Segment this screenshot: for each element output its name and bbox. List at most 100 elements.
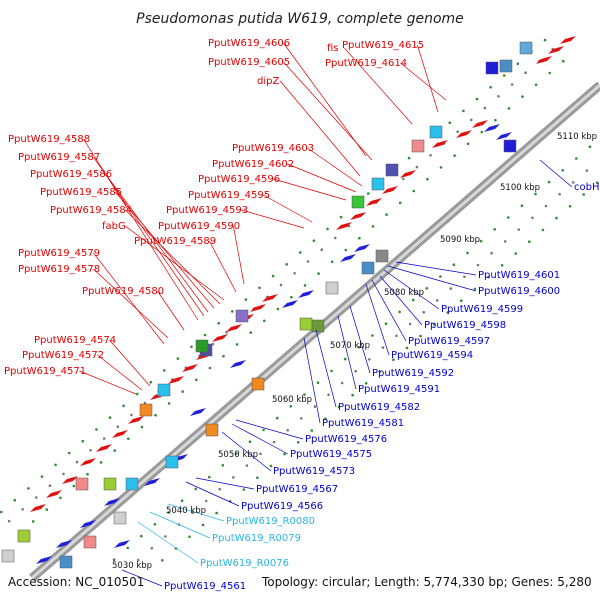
tick-dot bbox=[343, 357, 347, 361]
tick-dot bbox=[272, 440, 276, 444]
reverse-leader-line bbox=[195, 477, 255, 490]
forward-gene-label: PputW619_4605 bbox=[208, 57, 290, 68]
forward-leader-line bbox=[263, 194, 313, 223]
forward-gene-block bbox=[139, 403, 153, 417]
tick-dot bbox=[75, 460, 79, 464]
tick-dot bbox=[479, 239, 483, 243]
tick-dot bbox=[140, 425, 144, 429]
tick-dot bbox=[408, 322, 412, 326]
reverse-gene-block bbox=[251, 377, 265, 391]
tick-dot bbox=[176, 357, 180, 360]
forward-leader-line bbox=[79, 370, 137, 395]
tick-dots bbox=[0, 38, 599, 562]
forward-gene-block bbox=[235, 309, 249, 323]
forward-gene-block bbox=[103, 477, 117, 491]
tick-dot bbox=[544, 204, 548, 208]
tick-dot bbox=[326, 227, 329, 231]
forward-leader-line bbox=[115, 191, 215, 309]
tick-dot bbox=[290, 295, 293, 299]
reverse-gene-label: PputW619_4573 bbox=[273, 466, 355, 477]
forward-gene-block bbox=[385, 163, 399, 177]
forward-gene-label: PputW619_4606 bbox=[208, 38, 290, 49]
tick-dot bbox=[446, 311, 450, 314]
tick-dot bbox=[378, 370, 382, 373]
tick-dot bbox=[276, 307, 280, 311]
reverse-gene-block bbox=[83, 535, 97, 549]
reverse-leader-line bbox=[235, 419, 304, 440]
reverse-gene-label: PputW619_4599 bbox=[441, 304, 523, 315]
forward-gene-label: PputW619_4603 bbox=[232, 143, 314, 154]
tick-dot bbox=[95, 428, 98, 431]
reverse-gene-label: PputW619_4598 bbox=[424, 320, 506, 331]
reverse-leader-line bbox=[383, 269, 440, 310]
tick-dot bbox=[330, 369, 333, 373]
tick-dot bbox=[368, 358, 371, 361]
tick-dot bbox=[286, 428, 290, 432]
forward-gene-block bbox=[75, 477, 89, 491]
forward-gene-arrow bbox=[46, 490, 62, 498]
tick-dot bbox=[275, 416, 279, 420]
forward-gene-arrow bbox=[212, 334, 228, 342]
forward-gene-block bbox=[157, 383, 171, 397]
forward-gene-arrow bbox=[182, 364, 198, 372]
tick-dot bbox=[89, 449, 92, 452]
tick-dot bbox=[541, 228, 545, 232]
tick-dot bbox=[140, 534, 143, 538]
tick-dot bbox=[283, 452, 286, 456]
tick-dot bbox=[419, 334, 422, 338]
tick-dot bbox=[568, 205, 572, 208]
tick-dot bbox=[180, 499, 184, 503]
tick-dot bbox=[164, 535, 167, 538]
forward-gene-label: PputW619_4571 bbox=[4, 366, 86, 377]
forward-leader-line bbox=[233, 225, 245, 285]
forward-leader-line bbox=[109, 339, 151, 387]
forward-gene-label: PputW619_4602 bbox=[212, 159, 294, 170]
tick-dot bbox=[385, 213, 388, 216]
forward-gene-label: PputW619_4584 bbox=[50, 205, 132, 216]
tick-dot bbox=[81, 439, 85, 443]
tick-dot bbox=[449, 287, 453, 290]
reverse-gene-label: cobH bbox=[574, 182, 599, 193]
tick-dot bbox=[562, 59, 565, 63]
rna-leader-line bbox=[149, 511, 211, 539]
reverse-gene-arrow bbox=[496, 132, 512, 140]
tick-dot bbox=[358, 236, 361, 240]
tick-dot bbox=[263, 319, 266, 323]
tick-dot bbox=[203, 333, 207, 337]
tick-dot bbox=[27, 487, 30, 490]
tick-dot bbox=[221, 464, 225, 467]
tick-dot bbox=[470, 118, 473, 122]
tick-dot bbox=[582, 193, 585, 196]
tick-dot bbox=[317, 272, 320, 275]
tick-dot bbox=[407, 156, 411, 160]
forward-gene-arrow bbox=[548, 46, 564, 54]
tick-dot bbox=[312, 239, 316, 242]
tick-dot bbox=[181, 390, 184, 393]
tick-dot bbox=[136, 558, 140, 562]
forward-gene-label: PputW619_4586 bbox=[30, 169, 112, 180]
reverse-leader-line bbox=[379, 275, 423, 326]
reverse-gene-block bbox=[1, 549, 15, 563]
kbp-label: 5070 kbp bbox=[330, 341, 370, 351]
tick-dot bbox=[40, 475, 44, 478]
reverse-gene-arrow bbox=[80, 520, 96, 528]
reverse-leader-line bbox=[221, 431, 272, 472]
tick-dot bbox=[201, 523, 205, 527]
tick-dot bbox=[466, 142, 470, 146]
tick-dot bbox=[269, 464, 273, 468]
tick-dot bbox=[596, 181, 599, 184]
reverse-gene-block bbox=[113, 511, 127, 525]
tick-dot bbox=[381, 346, 385, 349]
forward-leader-line bbox=[344, 47, 413, 125]
tick-dot bbox=[483, 106, 487, 110]
forward-gene-block bbox=[519, 41, 533, 55]
forward-leader-line bbox=[287, 163, 357, 193]
map-title: Pseudomonas putida W619, complete genome bbox=[136, 11, 464, 27]
tick-dot bbox=[531, 216, 534, 220]
reverse-gene-block bbox=[59, 555, 73, 569]
tick-dot bbox=[460, 299, 463, 303]
tick-dot bbox=[112, 558, 116, 561]
tick-dot bbox=[217, 321, 220, 325]
